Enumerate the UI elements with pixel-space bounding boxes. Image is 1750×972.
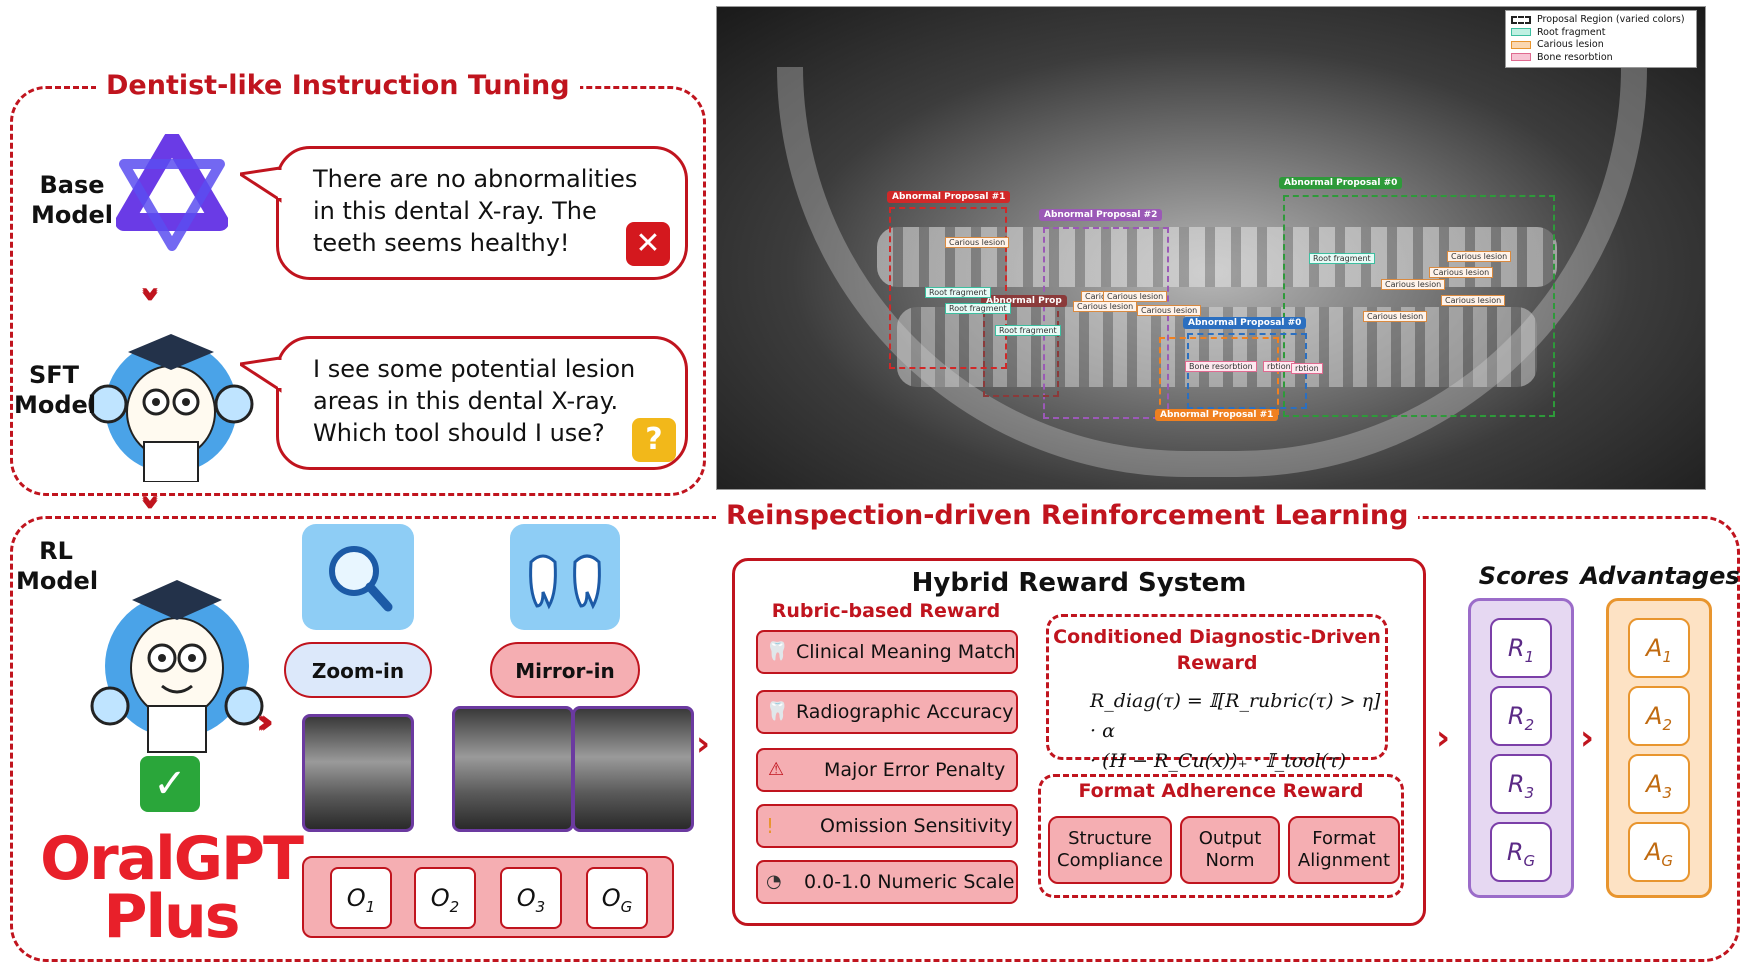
finding-label: Carious lesion (1429, 267, 1494, 278)
tooth-search-icon: 🦷 (766, 701, 789, 722)
proposal-box (1043, 227, 1169, 419)
advantage-item: A2 (1628, 686, 1690, 746)
finding-label: rbtion (1291, 363, 1323, 374)
legend-item: Proposal Region (varied colors) (1511, 14, 1691, 27)
output-item: OG (586, 867, 648, 929)
finding-label: Carious lesion (1441, 295, 1506, 306)
flow-arrow-right: ››› (256, 702, 274, 742)
omission-search-icon: ! (766, 814, 775, 838)
rl-model-mascot-icon (90, 580, 264, 753)
gauge-icon: ◔ (766, 871, 782, 892)
diag-reward-title: Conditioned Diagnostic-Driven Reward (1053, 626, 1381, 674)
zoom-in-tool-icon (302, 524, 414, 630)
finding-label: Root fragment (1309, 253, 1375, 264)
instruction-tuning-title: Dentist-like Instruction Tuning (96, 70, 580, 101)
sft-model-speech: I see some potential lesion areas in thi… (276, 336, 688, 470)
proposal-label: Abnormal Proposal #2 (1039, 209, 1163, 221)
proposal-label: Abnormal Proposal #1 (887, 191, 1011, 203)
proposal-label: Abnormal Proposal #0 (1279, 177, 1403, 189)
finding-label: rbtion (1263, 361, 1295, 372)
base-model-logo-icon (116, 134, 228, 251)
wrong-icon: ✕ (626, 222, 670, 266)
proposal-box (983, 301, 1059, 397)
score-item: R1 (1490, 618, 1552, 678)
finding-label: Carious lesion (1073, 301, 1138, 312)
diag-reward-box (1046, 614, 1388, 760)
proposal-label: Abnormal Proposal #0 (1183, 317, 1307, 329)
hybrid-reward-title: Hybrid Reward System (911, 568, 1247, 598)
mirror-in-button[interactable]: Mirror-in (490, 642, 640, 698)
zoom-in-button[interactable]: Zoom-in (284, 642, 432, 698)
speech-tail (240, 166, 284, 203)
question-icon: ? (632, 418, 676, 462)
advantage-item: AG (1628, 822, 1690, 882)
finding-label: Root fragment (925, 287, 991, 298)
brand-logo: OralGPT Plus (40, 824, 304, 952)
advantage-item: A1 (1628, 618, 1690, 678)
scores-title: Scores (1478, 562, 1570, 590)
flow-arrow-right: › (1580, 718, 1594, 758)
output-item: O3 (500, 867, 562, 929)
proposal-box (1159, 337, 1279, 415)
score-item: R3 (1490, 754, 1552, 814)
rl-model-label: RL Model (16, 537, 99, 595)
finding-label: Carious lesion (1137, 305, 1202, 316)
speech-tail (240, 356, 284, 393)
proposal-box (889, 207, 1007, 369)
output-item: O2 (414, 867, 476, 929)
output-item: O1 (330, 867, 392, 929)
flow-arrow-down: ››› (131, 492, 172, 500)
xray-legend: Proposal Region (varied colors) Root fra… (1505, 10, 1697, 68)
rubric-item-radiographic: 🦷Radiographic Accuracy (756, 690, 1018, 734)
mirror-xray-crop-left (452, 706, 574, 832)
zoomed-xray-crop (302, 714, 414, 832)
flow-arrow-right: › (1436, 718, 1450, 758)
tooth-check-icon: 🦷 (766, 641, 789, 662)
flow-arrow-right: › (696, 724, 710, 764)
diag-formula: R_diag(τ) = 𝕀[R_rubric(τ) > η] · α · (H … (1090, 690, 1381, 772)
rubric-reward-title: Rubric-based Reward (771, 600, 1001, 622)
mirror-xray-crop-right (572, 706, 694, 832)
score-item: RG (1490, 822, 1552, 882)
legend-item: Root fragment (1511, 27, 1691, 40)
rubric-item-scale: ◔0.0-1.0 Numeric Scale (756, 860, 1018, 904)
finding-label: Carious lesion (1381, 279, 1446, 290)
flow-arrow-down: ››› (131, 284, 172, 292)
rubric-item-omission: !Omission Sensitivity (756, 804, 1018, 848)
rubric-item-clinical: 🦷Clinical Meaning Match (756, 630, 1018, 674)
advantages-title: Advantages (1580, 562, 1740, 590)
finding-label: Root fragment (945, 303, 1011, 314)
mirror-in-tool-icon (510, 524, 620, 630)
rubric-item-error: ⚠Major Error Penalty (756, 748, 1018, 792)
legend-item: Bone resorbtion (1511, 52, 1691, 65)
score-item: R2 (1490, 686, 1552, 746)
base-model-speech: There are no abnormalities in this denta… (276, 146, 688, 280)
base-model-label: Base Model (30, 171, 114, 229)
finding-label: Carious lesion (1447, 251, 1512, 262)
sft-model-label: SFT Model (14, 361, 97, 419)
sft-model-mascot-icon (88, 334, 254, 482)
advantage-item: A3 (1628, 754, 1690, 814)
panoramic-xray: Proposal Region (varied colors) Root fra… (716, 6, 1706, 490)
format-reward-title: Format Adherence Reward (1078, 780, 1364, 802)
finding-label: Bone resorbtion (1185, 361, 1257, 372)
rl-title: Reinspection-driven Reinforcement Learni… (716, 500, 1419, 531)
finding-label: Carious lesion (945, 237, 1010, 248)
legend-item: Carious lesion (1511, 39, 1691, 52)
error-icon: ⚠ (768, 759, 785, 780)
finding-label: Carious lesion (1363, 311, 1428, 322)
check-icon: ✓ (140, 756, 200, 812)
finding-label: Root fragment (995, 325, 1061, 336)
proposal-box (1283, 195, 1555, 417)
format-reward-box (1038, 774, 1404, 898)
proposal-label: Abnormal Proposal #1 (1155, 409, 1279, 421)
